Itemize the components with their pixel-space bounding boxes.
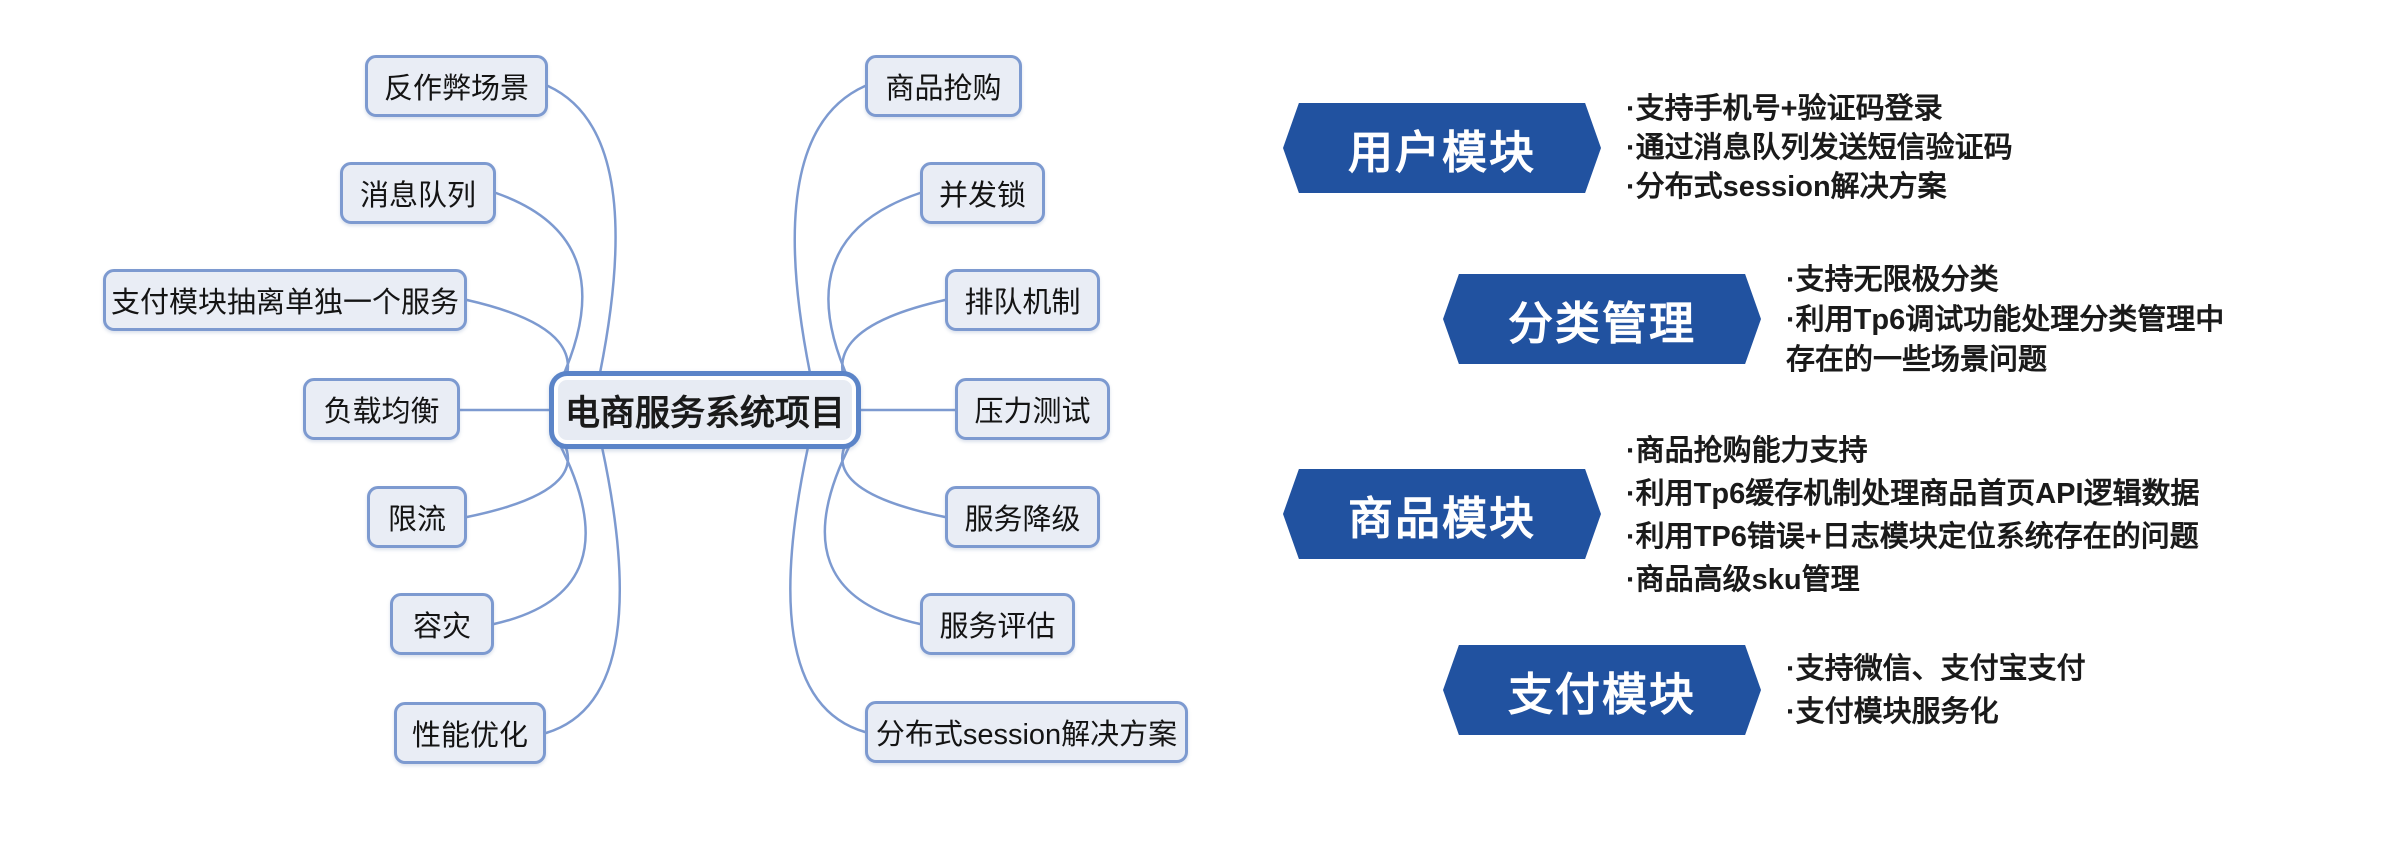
module-bullet-line: ·支持无限极分类 — [1786, 264, 1999, 296]
module-bullet-line: ·利用Tp6调试功能处理分类管理中 — [1786, 304, 2225, 336]
connector-line — [544, 445, 622, 735]
module-badge-user: 用户模块 — [1283, 103, 1601, 193]
connector-line — [789, 445, 867, 734]
connector-line — [492, 439, 587, 626]
node-load-balancing: 负载均衡 — [303, 378, 460, 440]
connector-line — [823, 439, 922, 626]
connector-line — [546, 84, 617, 375]
node-disaster-recovery: 容灾 — [390, 593, 494, 655]
connector-line — [494, 191, 584, 393]
module-bullet-line: ·分布式session解决方案 — [1626, 171, 1947, 203]
module-bullets-product: ·商品抢购能力支持 ·利用Tp6缓存机制处理商品首页API逻辑数据 ·利用TP6… — [1626, 430, 2200, 602]
node-concurrency-lock: 并发锁 — [920, 162, 1045, 224]
module-bullet-line: ·商品抢购能力支持 — [1626, 435, 1868, 467]
module-bullet-line: ·商品高级sku管理 — [1626, 564, 1860, 596]
module-bullet-line: ·利用Tp6缓存机制处理商品首页API逻辑数据 — [1626, 478, 2200, 510]
module-bullet-line: 存在的一些场景问题 — [1786, 344, 2048, 376]
node-queue-mechanism: 排队机制 — [945, 269, 1100, 331]
center-topic-node: 电商服务系统项目 — [549, 371, 861, 449]
node-service-degradation: 服务降级 — [945, 486, 1100, 548]
module-bullets-payment: ·支持微信、支付宝支付 ·支付模块服务化 — [1786, 648, 2086, 734]
module-bullets-user: ·支持手机号+验证码登录 ·通过消息队列发送短信验证码 ·分布式session解… — [1626, 90, 2013, 207]
node-rate-limiting: 限流 — [367, 486, 467, 548]
module-badge-category: 分类管理 — [1443, 274, 1761, 364]
connector-line — [793, 84, 867, 375]
node-distributed-session: 分布式session解决方案 — [865, 701, 1188, 763]
mindmap-connectors — [458, 84, 957, 735]
module-bullets-category: ·支持无限极分类 ·利用Tp6调试功能处理分类管理中 存在的一些场景问题 — [1786, 260, 2224, 380]
module-bullet-line: ·通过消息队列发送短信验证码 — [1626, 132, 2013, 164]
node-product-flash-sale: 商品抢购 — [865, 55, 1022, 117]
module-badge-product: 商品模块 — [1283, 469, 1601, 559]
node-service-evaluation: 服务评估 — [920, 593, 1075, 655]
node-anti-cheat-scenario: 反作弊场景 — [365, 55, 548, 117]
connector-line — [827, 191, 922, 393]
module-bullet-line: ·利用TP6错误+日志模块定位系统存在的问题 — [1626, 521, 2199, 553]
node-stress-test: 压力测试 — [955, 378, 1110, 440]
module-bullet-line: ·支付模块服务化 — [1786, 696, 1999, 728]
node-payment-separate-service: 支付模块抽离单独一个服务 — [103, 269, 467, 331]
node-performance-optimization: 性能优化 — [394, 702, 546, 764]
node-message-queue: 消息队列 — [340, 162, 496, 224]
module-bullet-line: ·支持微信、支付宝支付 — [1786, 653, 2086, 685]
module-badge-payment: 支付模块 — [1443, 645, 1761, 735]
module-bullet-line: ·支持手机号+验证码登录 — [1626, 93, 1943, 125]
